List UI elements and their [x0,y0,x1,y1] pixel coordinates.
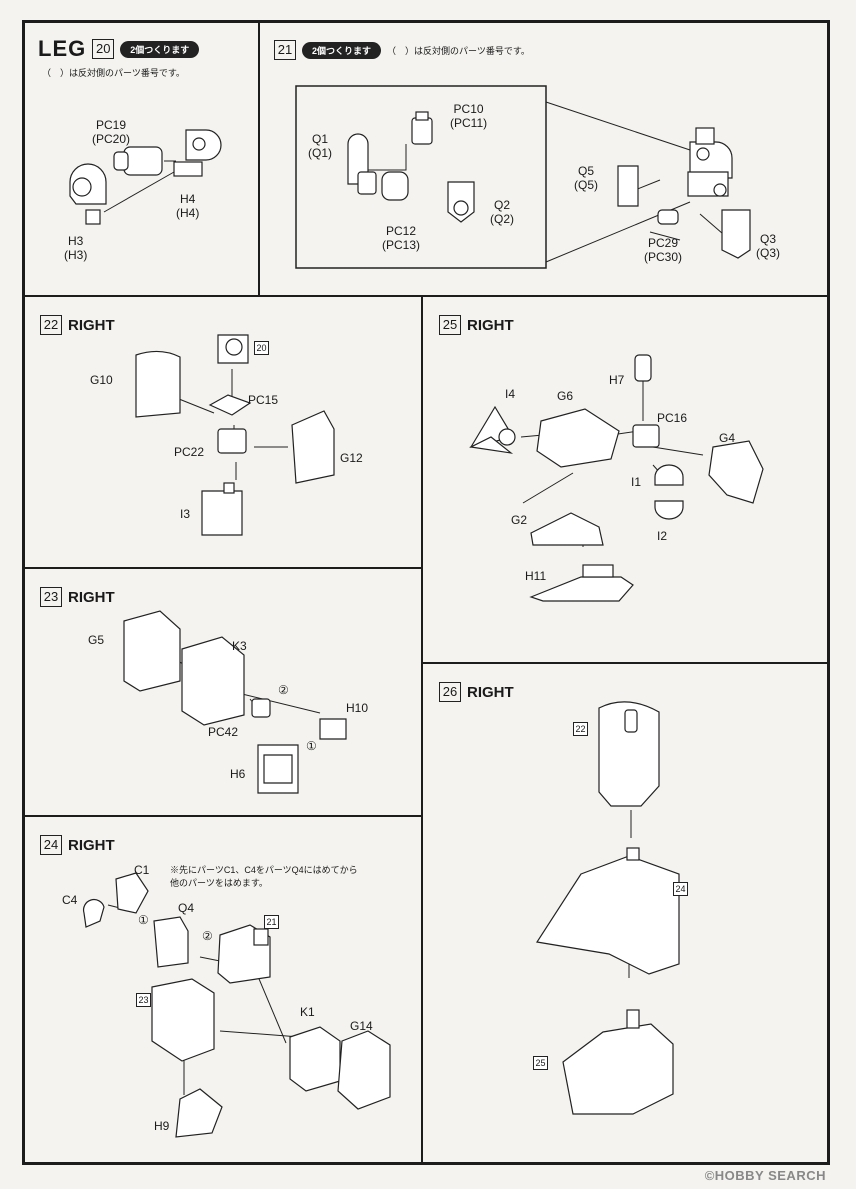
side-label: RIGHT [68,316,115,334]
divider [24,815,421,817]
side-label: RIGHT [467,683,514,701]
step-reference: 21 [264,915,279,929]
section-label: LEG [38,36,87,61]
step-21-panel: 21 2個つくります （ ）は反対側のパーツ番号です。 [260,22,828,295]
step-25-title: 25 RIGHT [439,315,514,335]
part-label: PC12(PC13) [382,224,421,252]
part-label: H6 [230,767,246,781]
step-reference: 23 [136,993,151,1007]
step-23-title: 23 RIGHT [40,587,115,607]
step-24-diagram [82,872,391,1138]
step-number: 20 [92,39,115,59]
step-number: 25 [439,315,461,335]
step-22-title: 22 RIGHT [40,315,115,335]
part-label: PC22 [174,445,205,459]
part-label: Q1(Q1) [308,132,332,160]
divider [421,296,423,1163]
watermark: ©HOBBY SEARCH [704,1168,826,1183]
step-26-diagram [535,701,680,1115]
part-label: G10 [90,373,113,387]
step-reference: 22 [573,722,588,736]
step-marker: ② [278,683,289,697]
step-20-panel: LEG 20 2個つくります （ ）は反対側のパーツ番号です。 PC19(PC2… [24,22,258,295]
divider [24,567,421,569]
step-reference: 24 [673,882,688,896]
step-20-title: LEG 20 2個つくります [38,36,200,62]
step-20-diagram [69,129,222,225]
quantity-pill: 2個つくります [120,40,200,58]
part-label: K3 [232,639,247,653]
step-23-diagram [123,610,347,794]
step-number: 23 [40,587,62,607]
divider [24,295,828,297]
part-label: H7 [609,373,625,387]
part-label: I2 [657,529,668,543]
opposite-side-note: （ ）は反対側のパーツ番号です。 [42,68,185,78]
part-label: G2 [511,513,528,527]
step-number: 26 [439,682,461,702]
part-label: PC29(PC30) [644,236,683,264]
quantity-pill: 2個つくります [302,41,382,59]
part-label: I4 [505,387,516,401]
part-label: PC42 [208,725,239,739]
divider [421,662,828,664]
part-label: C4 [62,893,78,907]
step-26-title: 26 RIGHT [439,682,514,702]
step-24-panel: 24 RIGHT ※先にパーツC1、C4をパーツQ4にはめてから 他のパーツをは… [24,817,421,1163]
part-label: PC16 [657,411,688,425]
part-label: H9 [154,1119,170,1133]
step-number: 21 [274,40,296,60]
step-reference: 20 [254,341,269,355]
step-24-title: 24 RIGHT [40,835,115,855]
part-label: Q2(Q2) [490,198,514,226]
part-label: H11 [525,569,547,583]
step-marker: ① [306,739,317,753]
part-label: H10 [346,701,369,715]
step-number: 24 [40,835,62,855]
part-label: H4(H4) [176,192,200,220]
part-label: G14 [350,1019,373,1033]
side-label: RIGHT [467,316,514,334]
step-22-diagram [135,334,335,536]
side-label: RIGHT [68,588,115,606]
part-label: C1 [134,863,150,877]
part-label: Q3(Q3) [756,232,780,260]
part-label: G4 [719,431,736,445]
step-22-panel: 22 RIGHT 20 G10 PC15 PC22 G12 I3 [24,297,421,567]
step-26-panel: 26 RIGHT 22 24 25 [423,664,828,1163]
step-23-panel: 23 RIGHT G5 K3 ② H10 PC42 ① H6 [24,569,421,815]
part-label: I1 [631,475,642,489]
part-label: Q4 [178,901,195,915]
step-25-panel: 25 RIGHT H7 I4 G6 PC16 G [423,297,828,662]
part-label: H3(H3) [64,234,88,262]
step-marker: ① [138,913,149,927]
part-label: PC10(PC11) [450,102,488,130]
part-label: G12 [340,451,363,465]
step-marker: ② [202,929,213,943]
step-number: 22 [40,315,62,335]
opposite-side-note: （ ）は反対側のパーツ番号です。 [387,45,530,56]
divider [258,22,260,296]
part-label: K1 [300,1005,315,1019]
step-21-title: 21 2個つくります （ ）は反対側のパーツ番号です。 [274,40,530,60]
part-label: G6 [557,389,574,403]
side-label: RIGHT [68,836,115,854]
step-reference: 25 [533,1056,548,1070]
page-frame [22,20,830,1165]
part-label: G5 [88,633,105,647]
step-25-diagram [469,354,764,602]
part-label: PC19(PC20) [92,118,131,146]
step-21-diagram [295,85,751,269]
part-label: I3 [180,507,191,521]
part-label: PC15 [248,393,279,407]
part-label: Q5(Q5) [574,164,598,192]
assembly-note: ※先にパーツC1、C4をパーツQ4にはめてから 他のパーツをはめます。 [170,865,358,888]
